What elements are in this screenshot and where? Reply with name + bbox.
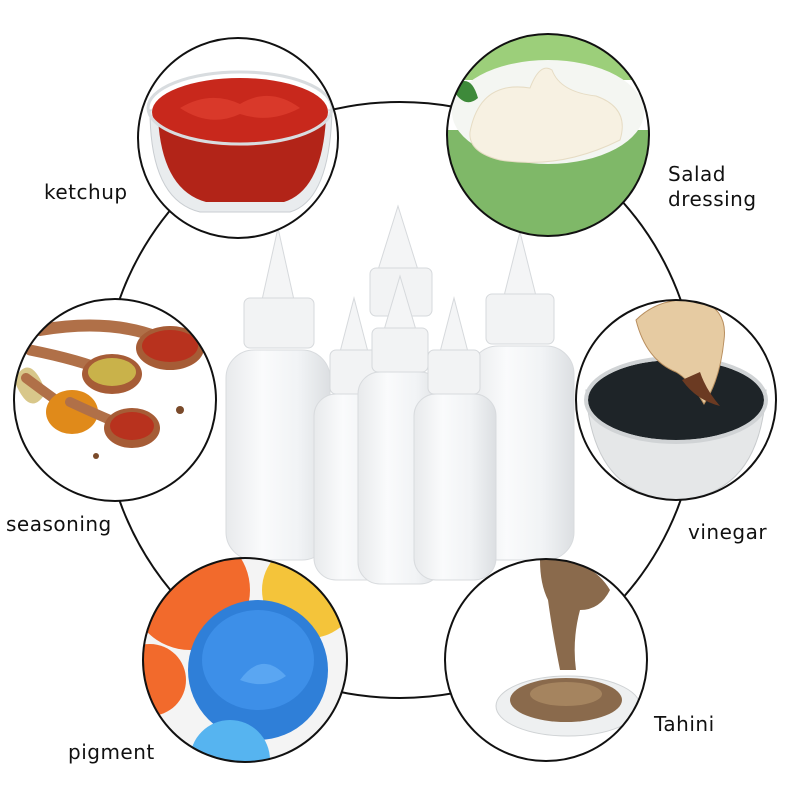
label-seasoning: seasoning [6,512,112,536]
label-salad-line2: dressing [668,187,757,211]
label-ketchup: ketchup [44,180,128,204]
ketchup-image [137,37,339,239]
label-vinegar: vinegar [688,520,768,544]
label-tahini: Tahini [654,712,715,736]
bottle [413,296,497,581]
label-salad-dressing: Salad dressing [668,162,757,212]
bottle [225,227,331,561]
label-pigment: pigment [68,740,155,764]
vinegar-image [575,299,777,501]
salad-dressing-image [446,33,650,237]
label-salad-line1: Salad [668,162,726,186]
tahini-image [444,558,648,762]
squeeze-bottles [225,204,575,585]
pigment-image [142,557,348,763]
seasoning-image [13,298,217,502]
